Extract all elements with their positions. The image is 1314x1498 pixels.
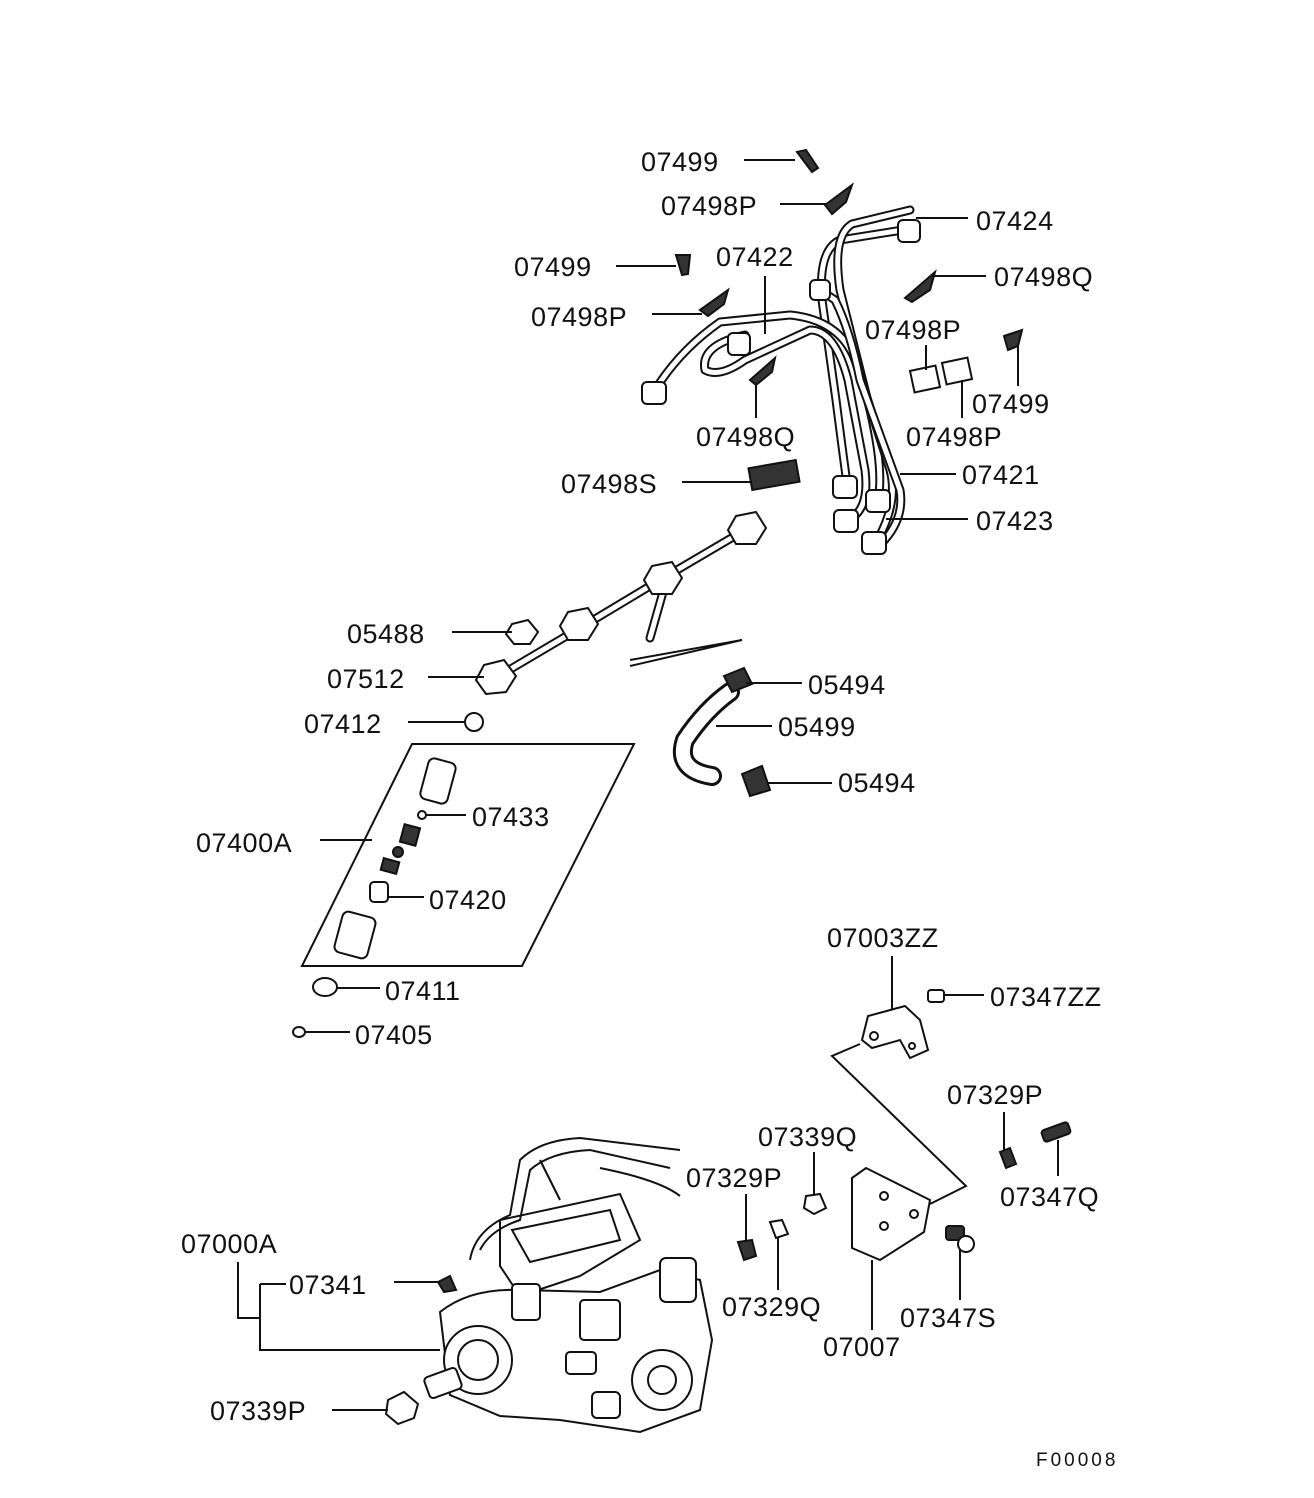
banjo-07512-b [558, 606, 600, 641]
nozzle-assembly-07400A [300, 743, 636, 967]
pipe-nut-d [897, 219, 921, 243]
label-07433: 07433 [472, 802, 550, 832]
spring-seat-07433 [417, 810, 427, 820]
label-07498P-mid: 07498P [865, 315, 961, 345]
banjo-07512-a [474, 658, 518, 696]
label-07420: 07420 [429, 885, 507, 915]
label-07499-left: 07499 [514, 252, 592, 282]
part-labels: 07499 07498P 07424 07499 07422 07498Q 07… [181, 147, 1118, 1471]
label-07412: 07412 [304, 709, 382, 739]
leak-off-pipe-assembly [474, 510, 768, 696]
injection-pipes-assembly [641, 148, 1024, 555]
o-ring-07405 [292, 1026, 306, 1038]
pump-head [499, 1192, 642, 1298]
banjo-07512-d [726, 510, 768, 545]
label-07007: 07007 [823, 1332, 901, 1362]
bolt-07347ZZ [927, 989, 945, 1003]
label-07329P-left: 07329P [686, 1163, 782, 1193]
label-07347ZZ: 07347ZZ [990, 982, 1102, 1012]
nozzle-retaining-nut [333, 910, 377, 960]
pipe-nut-e [832, 475, 858, 499]
leader-zigzag [629, 639, 743, 667]
label-07400A: 07400A [196, 828, 292, 858]
bracket-07007 [851, 1166, 932, 1262]
injection-pump-07000A [384, 1136, 714, 1434]
nut-07329P-right [998, 1146, 1018, 1170]
pipe-nut-b [727, 332, 751, 356]
bracket-07003ZZ [860, 1004, 930, 1060]
clamp-07498P-left [698, 287, 730, 318]
delivery-valve [511, 1283, 541, 1321]
clamp-07498Q-right [903, 269, 937, 304]
label-07347S: 07347S [900, 1303, 996, 1333]
drive-shaft [423, 1366, 463, 1400]
label-07424: 07424 [976, 206, 1054, 236]
label-07498P-left: 07498P [531, 302, 627, 332]
key-07341 [436, 1274, 458, 1294]
nut-07329Q [768, 1218, 790, 1240]
banjo-07512-c [642, 560, 684, 595]
label-05499: 05499 [778, 712, 856, 742]
label-07339P: 07339P [210, 1396, 306, 1426]
clamp-07498P-mid-a [908, 364, 942, 394]
nut-07339P [384, 1390, 420, 1426]
pipe-nut-a [641, 381, 667, 405]
fuel-cut-solenoid [579, 1299, 621, 1341]
clip-05494-bottom [740, 764, 772, 798]
spacer [379, 856, 401, 876]
nut-05488 [504, 618, 540, 645]
label-07498S: 07498S [561, 469, 657, 499]
spring [398, 823, 422, 847]
clamp-07498P-mid-b [940, 356, 974, 386]
washer-07411 [312, 977, 338, 997]
bracket-07003ZZ-assembly [830, 989, 968, 1205]
leader-lines [237, 159, 1059, 1411]
label-05494-bottom: 05494 [838, 768, 916, 798]
label-07498Q-mid: 07498Q [696, 422, 795, 452]
label-07498P-top: 07498P [661, 191, 757, 221]
bracket-07007-assembly [736, 1121, 1072, 1262]
label-07421: 07421 [962, 460, 1040, 490]
label-07512: 07512 [327, 664, 405, 694]
diagram-code: F00008 [1036, 1450, 1118, 1471]
label-07411: 07411 [385, 976, 461, 1006]
label-07003ZZ: 07003ZZ [827, 923, 939, 953]
clamp-07498S [747, 458, 801, 492]
label-07329Q: 07329Q [722, 1292, 821, 1322]
washer-07412 [464, 712, 484, 732]
bolt-07347Q [1040, 1121, 1072, 1143]
bolt-07347S [945, 1225, 965, 1241]
label-07499-top: 07499 [641, 147, 719, 177]
label-05494-top: 05494 [808, 670, 886, 700]
bolt-07499-right [1002, 328, 1024, 352]
label-07329P-right: 07329P [947, 1080, 1043, 1110]
nozzle-holder-top [419, 757, 457, 805]
label-05488: 05488 [347, 619, 425, 649]
label-07422: 07422 [716, 242, 794, 272]
label-07499-right: 07499 [972, 389, 1050, 419]
clamp-07498Q-mid [748, 355, 777, 387]
pin [392, 846, 404, 858]
pipe-nut-h [861, 531, 887, 555]
label-07347Q: 07347Q [1000, 1182, 1099, 1212]
nut-07329P-left [736, 1238, 758, 1262]
pipe-nut-g [833, 509, 859, 533]
label-07498P-lower: 07498P [906, 422, 1002, 452]
label-07339Q: 07339Q [758, 1122, 857, 1152]
clamp-07498P-top [823, 182, 855, 216]
timer-assembly [659, 1257, 697, 1303]
label-07405: 07405 [355, 1020, 433, 1050]
pipe-nut-c [809, 279, 831, 301]
label-07341: 07341 [289, 1270, 367, 1300]
pipe-nut-f [865, 489, 891, 513]
nozzle-07420 [369, 881, 389, 903]
hose-05499-assembly [672, 666, 772, 798]
label-07498Q-right: 07498Q [994, 262, 1093, 292]
label-07423: 07423 [976, 506, 1054, 536]
bolt-07499-top [795, 148, 820, 174]
label-07000A: 07000A [181, 1229, 277, 1259]
nut-07339Q [802, 1192, 828, 1216]
bolt-07499-left [674, 254, 692, 277]
